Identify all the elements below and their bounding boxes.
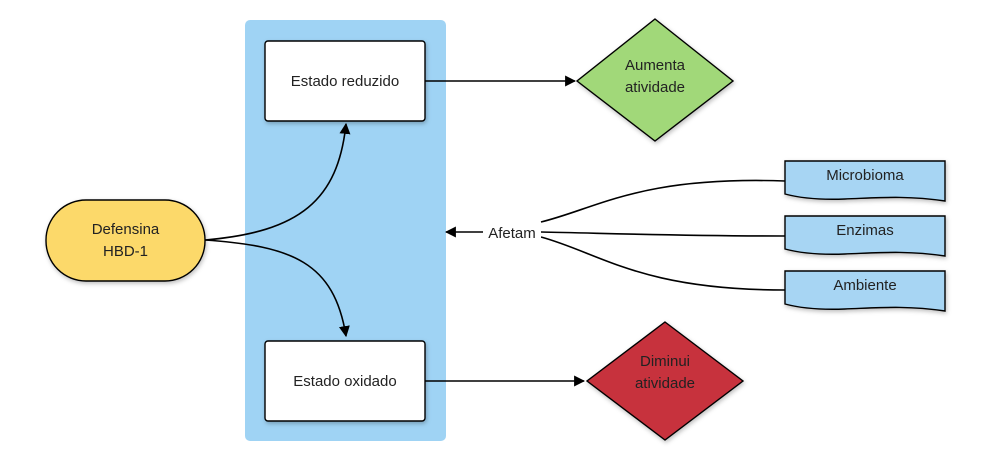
factor-enzimas-shape bbox=[784, 215, 946, 257]
arrow-source-to-reduced bbox=[204, 122, 351, 241]
factor-microbioma: Microbioma bbox=[784, 160, 946, 202]
increase-label-line2: atividade bbox=[625, 79, 685, 96]
decrease-label-line1: Diminui bbox=[640, 353, 690, 370]
increase-activity-diamond bbox=[575, 18, 735, 142]
factor-enzimas-label: Enzimas bbox=[836, 222, 894, 239]
oxidized-state-box bbox=[264, 340, 426, 422]
reduced-state-box bbox=[264, 40, 426, 122]
line-ambiente-to-afetam bbox=[540, 236, 786, 291]
reduced-state-label: Estado reduzido bbox=[291, 73, 399, 90]
factor-ambiente-shape bbox=[784, 270, 946, 312]
factor-microbioma-label: Microbioma bbox=[826, 167, 904, 184]
increase-label-line1: Aumenta bbox=[625, 57, 686, 74]
decrease-label-line2: atividade bbox=[635, 375, 695, 392]
state-panel bbox=[245, 20, 446, 441]
factor-ambiente-label: Ambiente bbox=[833, 277, 896, 294]
arrow-source-to-oxidized bbox=[204, 239, 350, 338]
factor-microbioma-shape bbox=[784, 160, 946, 202]
source-node bbox=[45, 199, 206, 282]
source-label-line1: Defensina bbox=[92, 221, 160, 238]
afetam-label: Afetam bbox=[488, 225, 536, 242]
oxidized-state-label: Estado oxidado bbox=[293, 373, 396, 390]
decrease-activity-diamond bbox=[585, 321, 745, 441]
afetam-label-bg bbox=[483, 223, 541, 241]
line-microbioma-to-afetam bbox=[540, 179, 786, 223]
line-enzimas-to-afetam bbox=[540, 231, 786, 237]
factor-enzimas: Enzimas bbox=[784, 215, 946, 257]
source-label-line2: HBD-1 bbox=[103, 243, 148, 260]
factor-ambiente: Ambiente bbox=[784, 270, 946, 312]
